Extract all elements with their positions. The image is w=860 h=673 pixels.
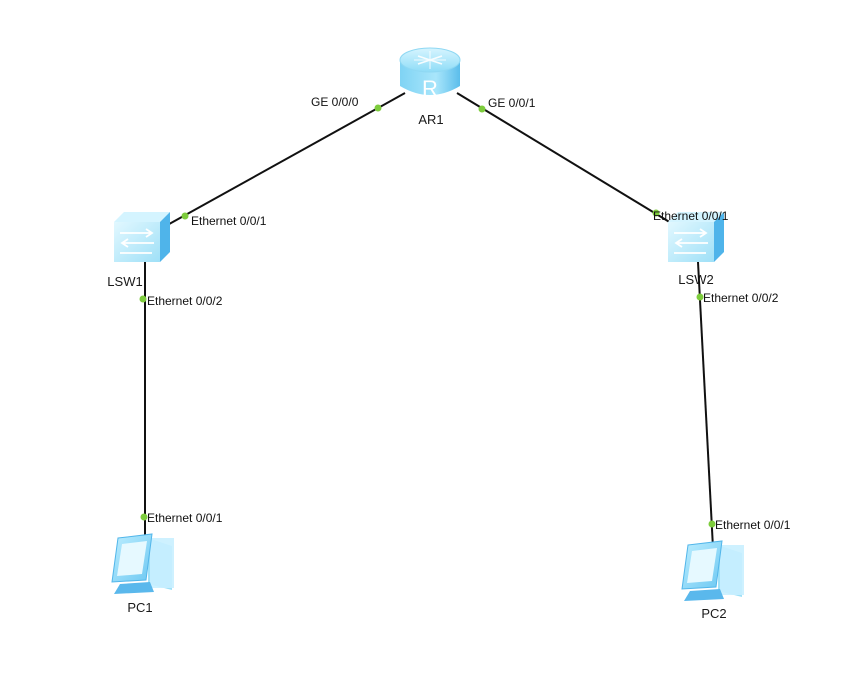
router-icon: R	[399, 47, 461, 101]
device-lsw2[interactable]: LSW2	[668, 212, 724, 287]
svg-text:R: R	[422, 76, 438, 101]
device-label-pc2: PC2	[701, 606, 726, 621]
device-label-lsw2: LSW2	[678, 272, 713, 287]
port-dots	[139, 104, 716, 528]
link-ar1-lsw1[interactable]	[161, 92, 406, 229]
switch-icon	[668, 212, 724, 262]
pc-icon	[111, 533, 174, 594]
port-label-pc1-e001: Ethernet 0/0/1	[147, 511, 223, 525]
port-dot-lsw2-e002	[696, 293, 704, 301]
port-label-ar1-ge000: GE 0/0/0	[311, 95, 359, 109]
links-layer	[144, 92, 714, 549]
port-label-ar1-ge001: GE 0/0/1	[488, 96, 536, 110]
port-label-lsw1-e002: Ethernet 0/0/2	[147, 294, 223, 308]
device-lsw1[interactable]: LSW1	[107, 212, 170, 289]
port-label-lsw1-e001: Ethernet 0/0/1	[191, 214, 267, 228]
port-label-pc2-e001: Ethernet 0/0/1	[715, 518, 791, 532]
device-pc2[interactable]: PC2	[681, 540, 744, 621]
port-label-lsw2-e001: Ethernet 0/0/1	[653, 209, 729, 223]
port-dot-lsw1-e002	[139, 295, 147, 303]
switch-icon	[114, 212, 170, 262]
link-lsw2-pc2[interactable]	[697, 261, 714, 549]
device-label-ar1: AR1	[418, 112, 443, 127]
device-ar1[interactable]: R AR1	[399, 47, 461, 127]
port-dot-lsw2-e001	[652, 209, 660, 217]
port-label-lsw2-e002: Ethernet 0/0/2	[703, 291, 779, 305]
pc-icon	[681, 540, 744, 601]
port-dot-lsw1-e001	[181, 212, 189, 220]
device-label-lsw1: LSW1	[107, 274, 142, 289]
port-dot-pc1-e001	[140, 513, 148, 521]
port-dot-ar1-ge000	[374, 104, 382, 112]
device-label-pc1: PC1	[127, 600, 152, 615]
port-labels: GE 0/0/0 GE 0/0/1 Ethernet 0/0/1 Etherne…	[147, 95, 791, 532]
port-dot-ar1-ge001	[478, 105, 486, 113]
device-pc1[interactable]: PC1	[111, 533, 174, 615]
link-ar1-lsw2[interactable]	[456, 92, 677, 227]
port-dot-pc2-e001	[708, 520, 716, 528]
